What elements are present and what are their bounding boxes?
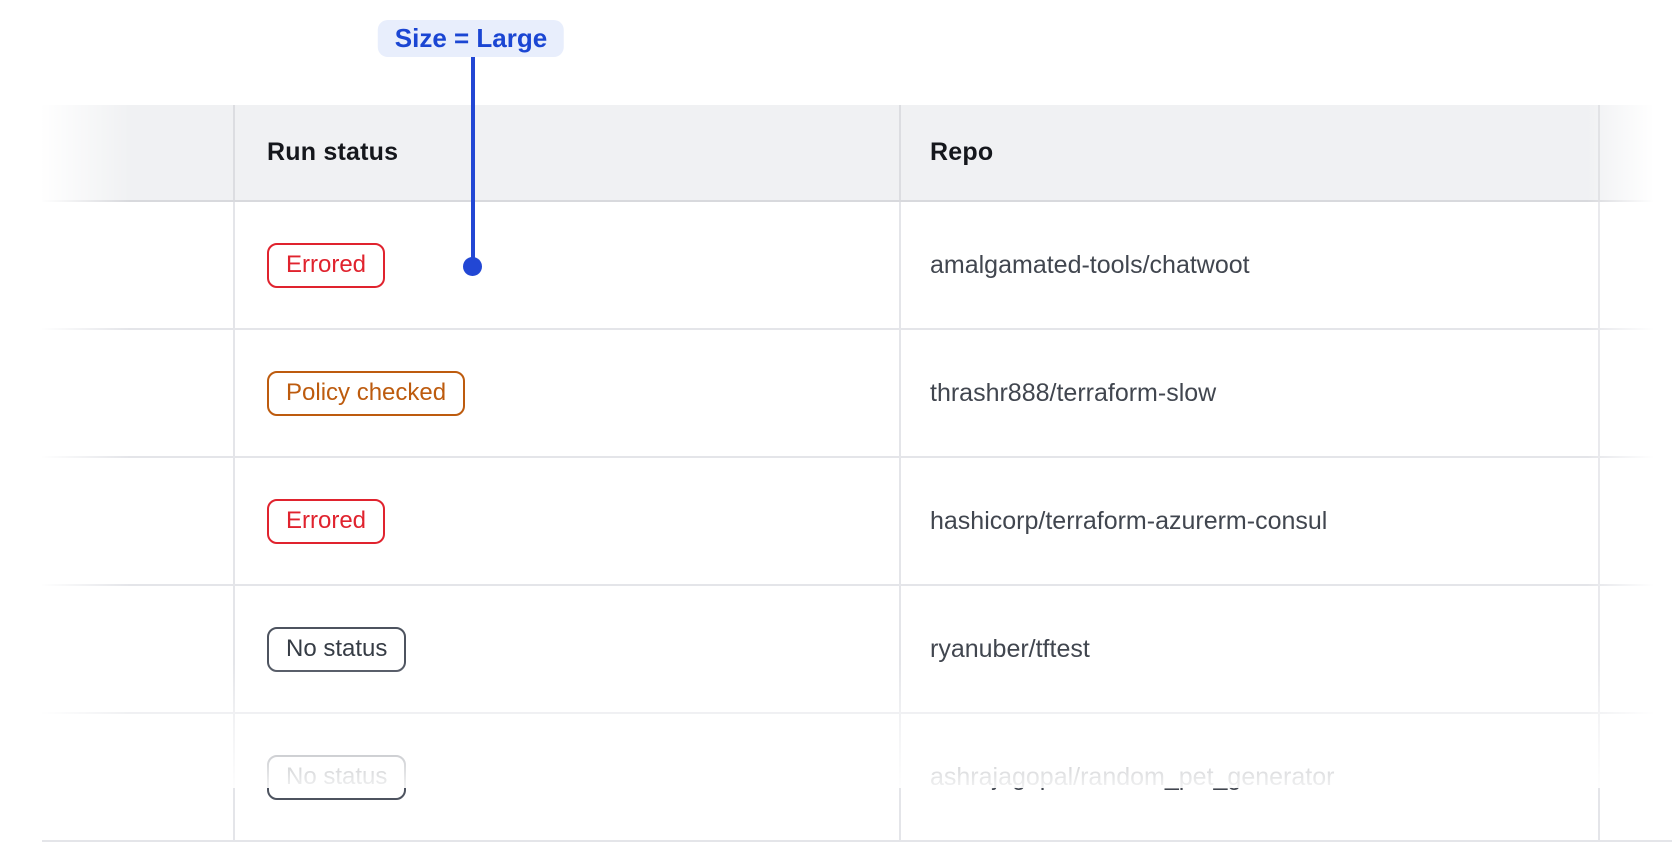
repo-cell: thrashr888/terraform-slow	[899, 330, 1598, 456]
repo-name: thrashr888/terraform-slow	[930, 378, 1217, 407]
repo-name: ryanuber/tftest	[930, 634, 1090, 663]
overflow-cell	[1598, 586, 1672, 712]
repo-cell: ryanuber/tftest	[899, 586, 1598, 712]
table-row[interactable]: No status ashrajagopal/random_pet_genera…	[42, 714, 1672, 842]
empty-cell	[42, 330, 233, 456]
run-status-cell: Errored	[233, 458, 899, 584]
header-label-run-status: Run status	[267, 138, 399, 166]
table-body: Errored amalgamated-tools/chatwoot Polic…	[42, 202, 1672, 842]
run-status-cell: No status	[233, 586, 899, 712]
empty-cell	[42, 714, 233, 840]
header-cell-empty	[42, 105, 233, 200]
run-status-badge: Errored	[267, 498, 386, 544]
annotation-pointer-dot	[463, 257, 482, 276]
run-status-badge: Errored	[267, 242, 386, 288]
annotation-pointer-line	[471, 57, 475, 267]
table-row[interactable]: No status ryanuber/tftest	[42, 586, 1672, 714]
overflow-cell	[1598, 714, 1672, 840]
run-status-cell: No status	[233, 714, 899, 840]
empty-cell	[42, 458, 233, 584]
run-status-badge: No status	[267, 626, 407, 672]
empty-cell	[42, 202, 233, 328]
repo-name: ashrajagopal/random_pet_generator	[930, 762, 1335, 791]
empty-cell	[42, 586, 233, 712]
overflow-cell	[1598, 330, 1672, 456]
repo-name: hashicorp/terraform-azurerm-consul	[930, 506, 1328, 535]
run-status-badge: Policy checked	[267, 370, 466, 416]
table-header-row: Run status Repo	[42, 105, 1672, 202]
repo-cell: ashrajagopal/random_pet_generator	[899, 714, 1598, 840]
table-row[interactable]: Policy checked thrashr888/terraform-slow	[42, 330, 1672, 458]
run-status-badge: No status	[267, 754, 407, 800]
header-cell-run-status: Run status	[233, 105, 899, 200]
repo-name: amalgamated-tools/chatwoot	[930, 250, 1250, 279]
runs-table: Run status Repo Errored amalgamated-tool…	[42, 105, 1672, 842]
size-annotation-label: Size = Large	[377, 20, 565, 57]
header-cell-overflow	[1598, 105, 1672, 200]
overflow-cell	[1598, 458, 1672, 584]
table-row[interactable]: Errored hashicorp/terraform-azurerm-cons…	[42, 458, 1672, 586]
overflow-cell	[1598, 202, 1672, 328]
run-status-cell: Policy checked	[233, 330, 899, 456]
header-cell-repo: Repo	[899, 105, 1598, 200]
run-status-cell: Errored	[233, 202, 899, 328]
repo-cell: amalgamated-tools/chatwoot	[899, 202, 1598, 328]
table-row[interactable]: Errored amalgamated-tools/chatwoot	[42, 202, 1672, 330]
header-label-repo: Repo	[930, 138, 994, 166]
repo-cell: hashicorp/terraform-azurerm-consul	[899, 458, 1598, 584]
